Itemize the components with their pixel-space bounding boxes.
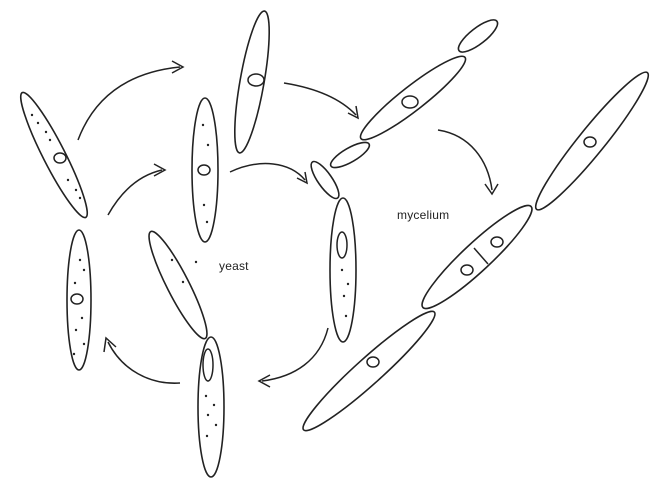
- label-mycelium: mycelium: [397, 208, 449, 222]
- arrow-right-to-bottom: [259, 328, 328, 387]
- yeast-cell-center: [192, 98, 218, 242]
- yeast-cell-top: [228, 9, 277, 155]
- arrow-hypha-to-mycelium: [438, 130, 498, 194]
- arrow-left-to-center: [108, 164, 165, 215]
- arrow-upper-left-to-top: [78, 61, 183, 140]
- arrow-center-to-right: [230, 164, 307, 183]
- yeast-cell-right-center: [307, 158, 356, 342]
- hypha-upper: [327, 15, 501, 172]
- yeast-cell-upper-left: [12, 88, 95, 223]
- yeast-cell-bottom-budding: [141, 227, 224, 477]
- arrow-top-to-hypha: [284, 83, 358, 118]
- label-yeast: yeast: [219, 259, 249, 273]
- arrow-bottom-to-left: [104, 338, 180, 383]
- yeast-cell-left: [67, 230, 91, 370]
